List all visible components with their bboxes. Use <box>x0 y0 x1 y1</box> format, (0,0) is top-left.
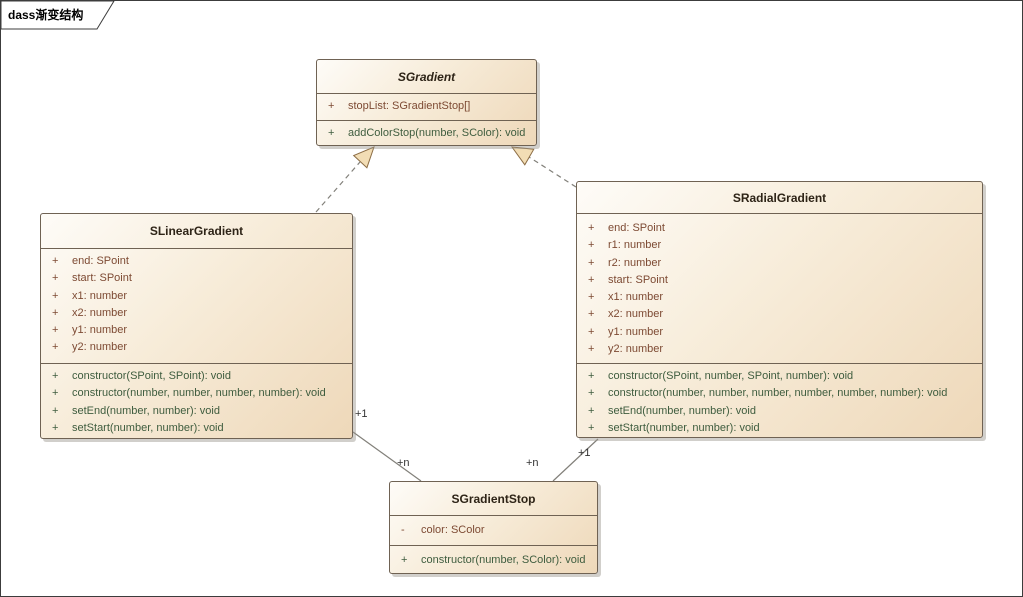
attribute-row: + y1: number <box>52 324 128 337</box>
operation-row: + setEnd(number, number): void <box>588 404 756 417</box>
attribute-text: stopList: SGradientStop[] <box>348 100 471 113</box>
attribute-row: + x1: number <box>588 291 664 304</box>
attribute-row: + r2: number <box>588 256 662 269</box>
multiplicity-label-linear-source: +1 <box>355 408 368 420</box>
class-slineargradient[interactable]: SLinearGradient + end: SPoint + start: S… <box>40 213 353 439</box>
multiplicity-label-radial-source: +1 <box>578 447 591 459</box>
attribute-row: + y2: number <box>588 343 664 356</box>
attribute-row: + start: SPoint <box>52 272 132 285</box>
multiplicity-label-linear-target: +n <box>397 457 410 469</box>
inheritance-arrow-icon <box>352 146 375 169</box>
operation-row: + constructor(number, number, number, nu… <box>52 387 326 400</box>
operation-row: + addColorStop(number, SColor): void <box>317 125 536 142</box>
operation-row: + constructor(number, number, number, nu… <box>588 387 948 400</box>
operation-row: + constructor(SPoint, SPoint): void <box>52 370 231 382</box>
association-sradialgradient-to-sgradientstop[interactable] <box>552 438 599 482</box>
class-sgradientstop[interactable]: SGradientStop - color: SColor + construc… <box>389 481 598 574</box>
operation-row: + setStart(number, number): void <box>52 421 224 434</box>
generalization-sradialgradient-to-sgradient[interactable] <box>510 146 577 188</box>
attribute-row: + end: SPoint <box>52 255 129 267</box>
association-slineargradient-to-sgradientstop[interactable] <box>352 431 422 482</box>
attribute-row: + r1: number <box>588 239 662 252</box>
diagram-tab <box>1 1 115 30</box>
class-name: SGradientStop <box>451 491 536 506</box>
multiplicity-label-radial-target: +n <box>526 457 539 469</box>
diagram-tab-label: dass渐变结构 <box>8 8 84 22</box>
attribute-row: - color: SColor <box>401 523 485 536</box>
class-sgradient[interactable]: SGradient + stopList: SGradientStop[] + … <box>316 59 537 146</box>
attribute-row: + x1: number <box>52 289 128 302</box>
visibility-symbol: + <box>328 127 335 140</box>
class-name: SLinearGradient <box>149 224 244 238</box>
generalization-slineargradient-to-sgradient[interactable] <box>315 146 375 213</box>
attribute-row: + x2: number <box>588 308 664 321</box>
visibility-symbol: + <box>328 100 335 113</box>
attribute-row: + end: SPoint <box>588 222 665 234</box>
operation-row: + constructor(SPoint, number, SPoint, nu… <box>588 370 854 382</box>
attribute-row: + start: SPoint <box>588 273 668 286</box>
operation-row: + constructor(number, SColor): void <box>401 553 586 566</box>
attribute-row: + x2: number <box>52 306 128 319</box>
attribute-row: + y1: number <box>588 325 664 338</box>
class-sradialgradient[interactable]: SRadialGradient + end: SPoint + r1: numb… <box>576 181 983 438</box>
class-name: SGradient <box>397 69 456 84</box>
attribute-row: + stopList: SGradientStop[] <box>317 98 536 115</box>
class-name: SRadialGradient <box>732 190 827 205</box>
attribute-row: + y2: number <box>52 341 128 354</box>
operation-row: + setStart(number, number): void <box>588 421 760 434</box>
operation-row: + setEnd(number, number): void <box>52 404 220 417</box>
inheritance-arrow-icon <box>510 146 535 166</box>
operation-text: addColorStop(number, SColor): void <box>348 127 526 140</box>
